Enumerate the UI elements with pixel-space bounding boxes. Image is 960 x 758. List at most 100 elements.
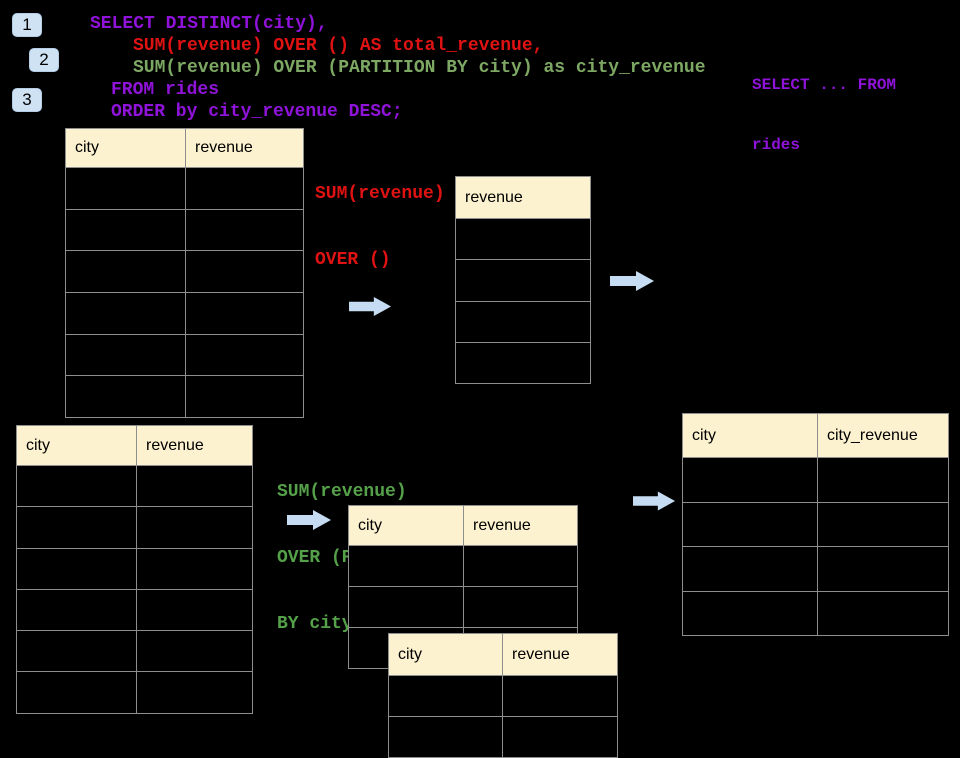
column-header-revenue: revenue bbox=[186, 129, 304, 168]
table-body bbox=[683, 458, 949, 636]
table-row bbox=[456, 260, 591, 302]
empty-cell bbox=[186, 209, 304, 252]
empty-cell bbox=[818, 458, 949, 503]
table-row bbox=[389, 717, 618, 758]
table-row bbox=[456, 301, 591, 343]
empty-cell bbox=[186, 334, 304, 377]
step-badge-2: 2 bbox=[29, 48, 59, 72]
sql-line-from: FROM rides bbox=[111, 80, 220, 100]
right-arrow-icon bbox=[633, 491, 676, 511]
sql-line-select-distinct: SELECT DISTINCT(city), bbox=[90, 14, 328, 34]
column-header-city: city bbox=[389, 634, 503, 676]
right-arrow-icon bbox=[610, 271, 654, 291]
empty-cell bbox=[818, 591, 949, 636]
side-note-select-from: SELECT ... FROM rides bbox=[752, 35, 896, 175]
table-row bbox=[17, 507, 253, 549]
table-body bbox=[389, 676, 618, 758]
column-header-revenue: revenue bbox=[464, 506, 578, 546]
right-arrow-icon bbox=[287, 510, 331, 530]
step-badge-3: 3 bbox=[12, 88, 42, 112]
empty-cell bbox=[66, 168, 186, 210]
table-header-row: city revenue bbox=[66, 129, 304, 168]
empty-cell bbox=[66, 334, 186, 377]
side-note-line-2: rides bbox=[752, 136, 801, 154]
table-row bbox=[349, 546, 578, 587]
empty-cell bbox=[17, 672, 137, 714]
table-header-row: city revenue bbox=[349, 506, 578, 546]
sql-line-sum-partition: SUM(revenue) OVER (PARTITION BY city) as… bbox=[133, 58, 706, 78]
empty-cell bbox=[818, 502, 949, 547]
right-arrow-icon bbox=[349, 296, 392, 317]
table-row bbox=[683, 502, 949, 547]
table-partitioned-rides-2: city revenue bbox=[388, 633, 618, 758]
empty-cell bbox=[186, 376, 304, 419]
empty-cell bbox=[503, 676, 618, 717]
slide-canvas: { "colors": { "background": "#000000", "… bbox=[12, 13, 949, 758]
empty-cell bbox=[389, 717, 503, 758]
empty-cell bbox=[137, 466, 253, 508]
empty-cell bbox=[137, 548, 253, 590]
empty-cell bbox=[456, 301, 591, 343]
table-body bbox=[456, 219, 591, 385]
empty-cell bbox=[186, 168, 304, 210]
empty-cell bbox=[17, 507, 137, 549]
empty-cell bbox=[683, 458, 818, 503]
empty-cell bbox=[456, 260, 591, 302]
table-row bbox=[66, 168, 304, 210]
table-row bbox=[66, 293, 304, 335]
empty-cell bbox=[349, 587, 464, 628]
empty-cell bbox=[186, 293, 304, 335]
sql-line-order-by: ORDER by city_revenue DESC; bbox=[111, 102, 403, 122]
empty-cell bbox=[17, 548, 137, 590]
column-header-city: city bbox=[17, 426, 137, 466]
empty-cell bbox=[66, 251, 186, 294]
side-note-line-1: SELECT ... FROM bbox=[752, 76, 897, 94]
label-partition-line-1: SUM(revenue) bbox=[277, 482, 407, 502]
column-header-revenue: revenue bbox=[137, 426, 253, 466]
table-city-revenue-output: city city_revenue bbox=[682, 413, 949, 636]
table-row bbox=[66, 376, 304, 419]
table-rides-input-partition: city revenue bbox=[16, 425, 253, 714]
label-total-line-1: SUM(revenue) bbox=[315, 184, 445, 204]
right-arrow-shape bbox=[610, 271, 654, 291]
empty-cell bbox=[137, 631, 253, 673]
label-total-line-2: OVER () bbox=[315, 250, 391, 270]
empty-cell bbox=[464, 587, 578, 628]
column-header-city: city bbox=[683, 414, 818, 458]
right-arrow-shape bbox=[349, 296, 392, 317]
empty-cell bbox=[137, 672, 253, 714]
empty-cell bbox=[349, 546, 464, 587]
table-header-row: city revenue bbox=[17, 426, 253, 466]
table-row bbox=[17, 672, 253, 714]
empty-cell bbox=[683, 547, 818, 592]
table-row bbox=[17, 548, 253, 590]
table-header-row: revenue bbox=[456, 177, 591, 219]
table-row bbox=[456, 342, 591, 385]
table-header-row: city city_revenue bbox=[683, 414, 949, 458]
empty-cell bbox=[66, 293, 186, 335]
column-header-city-revenue: city_revenue bbox=[818, 414, 949, 458]
column-header-revenue: revenue bbox=[456, 177, 591, 219]
empty-cell bbox=[137, 507, 253, 549]
table-header-row: city revenue bbox=[389, 634, 618, 676]
table-total-revenue-output: revenue bbox=[455, 176, 591, 385]
table-row bbox=[66, 209, 304, 252]
table-row bbox=[389, 676, 618, 717]
table-row bbox=[17, 466, 253, 508]
table-row bbox=[17, 631, 253, 673]
table-row bbox=[66, 334, 304, 377]
table-row bbox=[683, 591, 949, 636]
table-row bbox=[66, 251, 304, 294]
empty-cell bbox=[17, 589, 137, 632]
right-arrow-shape bbox=[633, 491, 676, 511]
column-header-city: city bbox=[66, 129, 186, 168]
empty-cell bbox=[186, 251, 304, 294]
table-row bbox=[17, 589, 253, 632]
empty-cell bbox=[464, 546, 578, 587]
empty-cell bbox=[17, 631, 137, 673]
table-row bbox=[456, 219, 591, 261]
column-header-revenue: revenue bbox=[503, 634, 618, 676]
table-rides-input-total: city revenue bbox=[65, 128, 304, 419]
empty-cell bbox=[66, 209, 186, 252]
table-row bbox=[683, 458, 949, 503]
